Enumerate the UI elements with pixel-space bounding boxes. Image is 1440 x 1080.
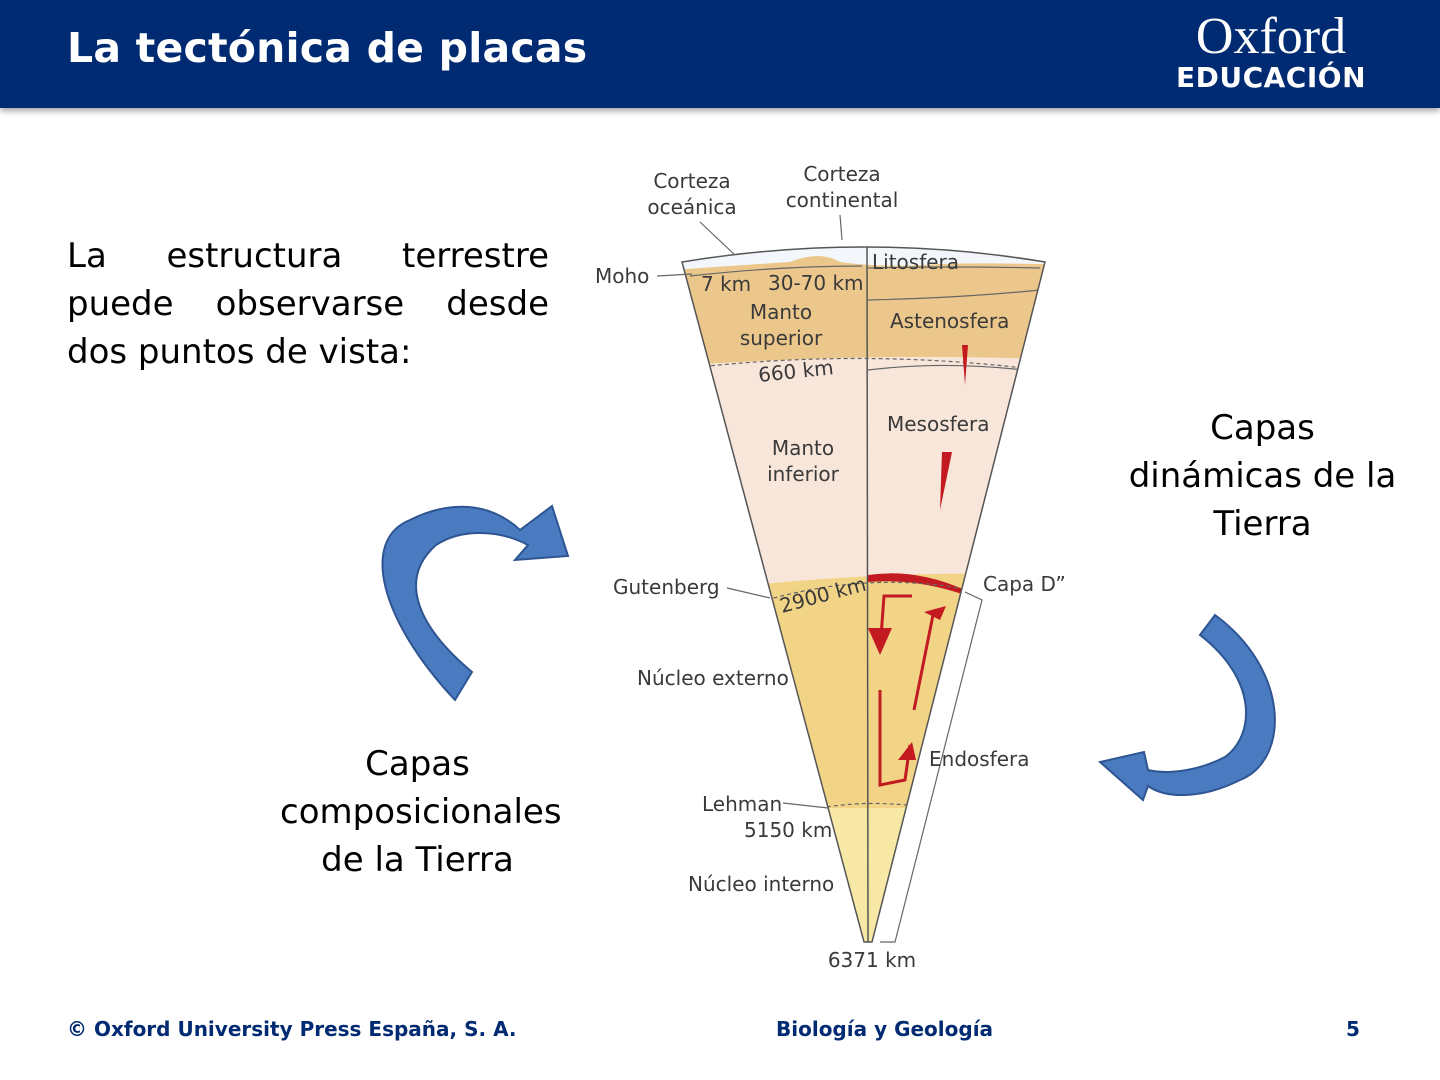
label-oceanic-crust-1: Corteza xyxy=(653,169,730,193)
comp-line-1: Capas xyxy=(365,744,470,784)
intro-text: La estructura terrestre puede observarse… xyxy=(67,236,549,372)
upper-mantle-layer xyxy=(682,247,1045,372)
label-gutenberg: Gutenberg xyxy=(613,575,720,599)
label-layer-d: Capa D” xyxy=(983,572,1066,596)
dyn-line-3: Tierra xyxy=(1213,504,1312,544)
comp-line-3: de la Tierra xyxy=(321,840,514,880)
brand-name: Oxford xyxy=(1195,8,1347,65)
label-continental-crust-2: continental xyxy=(786,188,899,212)
footer-subject: Biología y Geología xyxy=(776,1017,994,1041)
label-5150km: 5150 km xyxy=(744,818,832,842)
label-6371km: 6371 km xyxy=(828,948,916,972)
footer-copyright: © Oxford University Press España, S. A. xyxy=(67,1017,517,1041)
label-lithosphere: Litosfera xyxy=(872,250,959,274)
label-lower-mantle-2: inferior xyxy=(767,462,840,486)
dyn-line-1: Capas xyxy=(1210,408,1315,448)
label-30-70km: 30-70 km xyxy=(768,271,864,295)
curved-arrow-left xyxy=(381,504,570,702)
earth-wedge xyxy=(682,247,1045,942)
label-asthenosphere: Astenosfera xyxy=(890,309,1009,333)
dynamic-layers-label: Capas dinámicas de la Tierra xyxy=(1125,404,1400,548)
comp-line-2: composicionales xyxy=(280,792,562,832)
label-outer-core: Núcleo externo xyxy=(637,666,789,690)
label-moho: Moho xyxy=(595,264,649,288)
label-oceanic-crust-2: oceánica xyxy=(647,195,736,219)
label-upper-mantle-2: superior xyxy=(740,326,823,350)
dyn-line-2: dinámicas de la xyxy=(1128,456,1397,496)
label-continental-crust-1: Corteza xyxy=(803,162,880,186)
label-endosphere: Endosfera xyxy=(929,747,1030,771)
page-number: 5 xyxy=(1346,1017,1360,1041)
slide-header: La tectónica de placas Oxford EDUCACIÓN xyxy=(0,0,1440,108)
d-layer-band xyxy=(868,573,965,595)
label-lower-mantle-1: Manto xyxy=(772,436,834,460)
label-mesosphere: Mesosfera xyxy=(887,412,989,436)
label-lehman: Lehman xyxy=(702,792,782,816)
label-inner-core: Núcleo interno xyxy=(688,872,834,896)
compositional-layers-label: Capas composicionales de la Tierra xyxy=(280,740,562,884)
oxford-logo: Oxford EDUCACIÓN xyxy=(1176,10,1366,92)
label-upper-mantle-1: Manto xyxy=(750,300,812,324)
slide-title: La tectónica de placas xyxy=(67,24,588,72)
brand-sub: EDUCACIÓN xyxy=(1175,61,1366,94)
curved-arrow-right xyxy=(1097,613,1276,802)
label-7km: 7 km xyxy=(701,272,751,296)
